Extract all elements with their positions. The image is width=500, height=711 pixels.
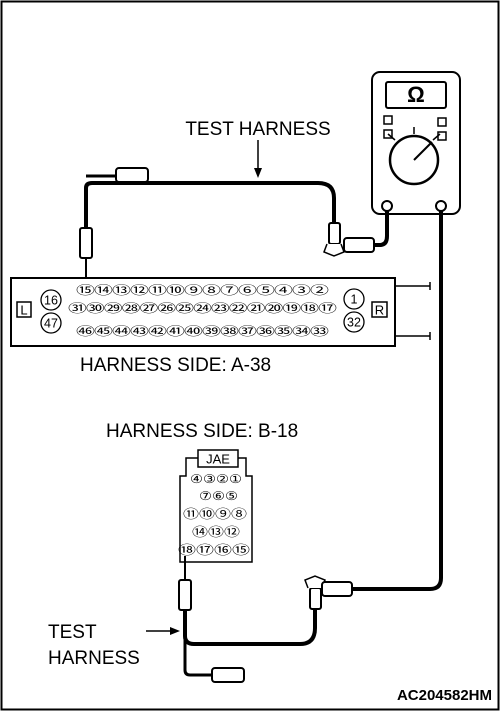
alligator-clip-bottom xyxy=(309,587,322,610)
ohm-symbol: Ω xyxy=(407,82,425,107)
alligator-clip-top-sleeve xyxy=(343,237,375,253)
connector-b18: JAE ④③②① ⑦⑥⑤ ⑪⑩⑨⑧ ⑭⑬⑫ ⑱⑰⑯⑮ xyxy=(178,449,253,563)
dial-pointer xyxy=(413,141,433,161)
connector-b18-housing xyxy=(179,457,253,563)
test-harness-bottom-label-line1: TEST xyxy=(48,622,97,643)
pin-1-label: 1 xyxy=(351,293,358,307)
connector-b18-row-3: ⑪⑩⑨⑧ xyxy=(183,507,247,521)
figure-id: AC204582HM xyxy=(397,687,492,704)
meter-lead-right xyxy=(352,210,443,591)
test-harness-bottom-label-line2: HARNESS xyxy=(48,648,140,669)
test-harness-top-arrowhead xyxy=(254,168,262,178)
ohmmeter-terminal-right xyxy=(435,200,447,212)
harness-side-b-label: HARNESS SIDE: B-18 xyxy=(106,421,298,442)
test-harness-top: TEST HARNESS xyxy=(79,119,389,284)
alligator-clip-top xyxy=(328,222,341,245)
test-harness-top-probe xyxy=(79,227,93,259)
ohmmeter: Ω xyxy=(371,71,461,215)
ohmmeter-button-3 xyxy=(437,117,447,127)
dial-tick-1 xyxy=(387,133,396,141)
pin-47-label: 47 xyxy=(44,317,58,331)
test-harness-top-terminal xyxy=(115,167,149,183)
dial-tick-3 xyxy=(432,133,441,141)
test-harness-bottom-wire xyxy=(183,608,317,646)
connector-a38-left-marker: L xyxy=(20,303,27,318)
alligator-clip-bottom-sleeve xyxy=(321,581,353,597)
test-harness-bottom-branch xyxy=(183,636,212,677)
connector-a38-row-1: ⑮⑭⑬⑫⑪⑩⑨⑧⑦⑥⑤④③② xyxy=(76,284,330,297)
test-harness-bottom-terminal xyxy=(211,667,245,683)
connector-a38-housing xyxy=(10,277,396,347)
connector-b18-row-2: ⑦⑥⑤ xyxy=(199,489,238,503)
connector-a38-right-marker-box xyxy=(371,301,388,318)
test-harness-bottom-arrowhead xyxy=(170,627,180,635)
ohmmeter-button-4 xyxy=(437,131,447,141)
ohmmeter-terminal-left xyxy=(381,200,393,212)
connector-b18-brand: JAE xyxy=(206,452,230,467)
pin-1-ring xyxy=(343,288,365,310)
test-harness-top-label: TEST HARNESS xyxy=(185,119,330,140)
meter-lead-left xyxy=(374,210,389,247)
pin-16-label: 16 xyxy=(44,294,58,308)
alligator-clip-top-jaw xyxy=(323,243,345,257)
connector-a38: L R 16 47 1 32 ⑮⑭⑬⑫⑪⑩⑨⑧⑦⑥⑤④③② ㉛㉚㉙㉘㉗㉖㉕㉔㉓㉒… xyxy=(10,277,431,347)
connector-a38-right-marker: R xyxy=(375,303,384,318)
connector-b18-row-1: ④③②① xyxy=(190,472,242,486)
connector-b18-row-5: ⑱⑰⑯⑮ xyxy=(178,543,250,557)
pin-32-ring xyxy=(343,311,365,333)
test-harness-top-wire xyxy=(84,181,336,236)
pin-16-ring xyxy=(40,289,62,311)
test-harness-bottom-probe xyxy=(178,579,192,611)
ohmmeter-button-1 xyxy=(383,115,393,125)
test-harness-bottom: TEST HARNESS xyxy=(48,210,443,683)
pin-32-label: 32 xyxy=(347,316,361,330)
pin-47-ring xyxy=(40,312,62,334)
connector-a38-row-2: ㉛㉚㉙㉘㉗㉖㉕㉔㉓㉒㉑⑳⑲⑱⑰ xyxy=(68,302,338,315)
connector-a38-row-3: ㊻㊺㊹㊸㊷㊶㊵㊴㊳㊲㊱㉟㉞㉝ xyxy=(76,325,330,338)
harness-side-a-label: HARNESS SIDE: A-38 xyxy=(80,355,271,376)
ohmmeter-display xyxy=(385,81,447,109)
connector-b18-row-4: ⑭⑬⑫ xyxy=(192,525,240,539)
connector-a38-left-marker-box xyxy=(16,301,32,318)
